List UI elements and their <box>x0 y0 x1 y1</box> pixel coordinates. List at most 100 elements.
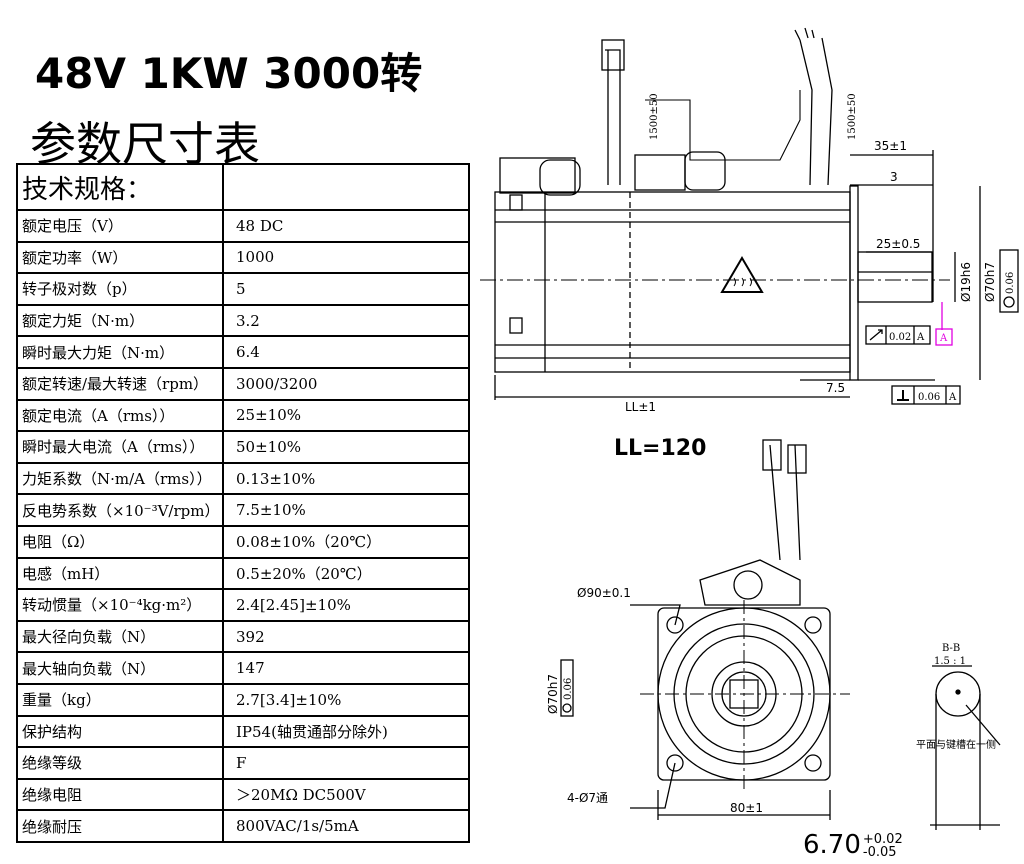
spec-key: 瞬时最大力矩（N·m） <box>16 335 224 369</box>
flange <box>849 185 859 381</box>
spec-key: 额定转速/最大转速（rpm） <box>16 366 224 401</box>
mount-hole <box>804 754 822 772</box>
title-model: 48V 1KW 3000转 <box>35 49 423 98</box>
spec-row: 绝缘电阻＞20MΩ DC500V <box>16 777 470 812</box>
spec-key: 额定电流（A（rms）） <box>16 398 224 433</box>
body-tab <box>509 317 523 334</box>
spec-row: 额定电流（A（rms））25±10% <box>16 398 470 433</box>
dim-35: 35±1 <box>874 139 907 153</box>
spec-row: 最大轴向负载（N）147 <box>16 651 470 685</box>
spec-value: 0.13±10% <box>222 461 470 496</box>
spec-row: 转动惯量（×10⁻⁴kg·m²）2.4[2.45]±10% <box>16 588 470 622</box>
spec-value: 1000 <box>222 240 470 275</box>
spec-value: 48 DC <box>222 209 470 243</box>
tol-runout-vertical: 0.06 <box>1005 272 1016 294</box>
runout-arrow-icon <box>869 329 883 341</box>
mount-hole <box>804 616 822 634</box>
front-connector-nut <box>733 570 763 600</box>
dim-7-5: 7.5 <box>826 381 845 395</box>
connector-nut-left <box>539 159 581 196</box>
title-table: 参数尺寸表 <box>30 117 260 171</box>
spec-key: 绝缘耐压 <box>16 809 224 843</box>
spec-row: 额定功率（W）1000 <box>16 240 470 275</box>
spec-key: 额定功率（W） <box>16 240 224 275</box>
spec-row: 转子极对数（p）5 <box>16 272 470 306</box>
tol-perpendicular: 0.06 <box>918 392 940 403</box>
runout-frame <box>865 325 931 345</box>
perpendicular-frame <box>891 385 961 405</box>
spec-value: 392 <box>222 619 470 654</box>
cable-bend <box>645 90 801 161</box>
dim-front-pilot: Ø70h7 <box>546 674 560 714</box>
tol-main: 6.70 <box>803 830 861 860</box>
datum-label: A <box>939 333 948 344</box>
spec-key: 反电势系数（×10⁻³V/rpm） <box>16 493 224 527</box>
section-label: B-B <box>942 643 960 654</box>
spec-key: 绝缘电阻 <box>16 777 224 812</box>
spec-key: 电感（mH） <box>16 556 224 591</box>
spec-value: 5 <box>222 272 470 306</box>
spec-key: 绝缘等级 <box>16 746 224 780</box>
tol-upper: +0.02 <box>862 831 903 847</box>
tol-perpendicular-datum: A <box>948 392 957 403</box>
connector-body-right <box>634 154 686 191</box>
motor-dimension-drawing: 1500±50 1500±50 35±1 3 25±0.5 Ø19h6 Ø70h… <box>480 27 1019 830</box>
spec-key: 最大径向负载（N） <box>16 619 224 654</box>
spec-value: IP54(轴贯通部分除外) <box>222 714 470 749</box>
connector-left-top <box>601 39 625 71</box>
tol-front: 0.06 <box>563 678 574 700</box>
dim-flange-width: 80±1 <box>730 801 763 815</box>
front-tol-frame <box>560 659 574 717</box>
runout-frame-vertical <box>999 249 1019 313</box>
ll-value: LL=120 <box>614 436 707 461</box>
connector-nut-right <box>684 151 726 191</box>
front-connector-right <box>787 444 807 474</box>
section-centre <box>955 689 961 695</box>
section-scale: 1.5 : 1 <box>934 656 966 667</box>
spec-key: 瞬时最大电流（A（rms）） <box>16 430 224 464</box>
perpendicular-icon <box>897 390 909 401</box>
spec-header-row: 技术规格： <box>16 163 470 211</box>
cable-left <box>605 49 621 185</box>
cable-wires <box>794 27 815 41</box>
spec-row: 额定力矩（N·m）3.2 <box>16 303 470 338</box>
spec-value: 7.5±10% <box>222 493 470 527</box>
cable-right <box>799 37 833 186</box>
body-tab <box>509 194 523 211</box>
spec-value: 3.2 <box>222 303 470 338</box>
spec-value: F <box>222 746 470 780</box>
key-note: 平面与键槽在一侧 <box>916 738 996 751</box>
spec-value: 3000/3200 <box>222 366 470 401</box>
spec-key: 额定电压（V） <box>16 209 224 243</box>
front-cable-left <box>769 444 801 561</box>
spec-row: 瞬时最大力矩（N·m）6.4 <box>16 335 470 369</box>
front-view <box>560 439 850 820</box>
side-view <box>480 27 1019 405</box>
tol-lower: -0.05 <box>862 844 897 860</box>
pcd-leader <box>630 604 681 626</box>
spec-value: 2.4[2.45]±10% <box>222 588 470 622</box>
spec-value: 6.4 <box>222 335 470 369</box>
tol-runout-datum: A <box>916 332 925 343</box>
spec-value: ＞20MΩ DC500V <box>222 777 470 812</box>
spec-key: 转子极对数（p） <box>16 272 224 306</box>
dim-25: 25±0.5 <box>876 237 920 251</box>
dim-cable1: 1500±50 <box>649 93 660 140</box>
spec-row: 最大径向负载（N）392 <box>16 619 470 654</box>
spec-value: 800VAC/1s/5mA <box>222 809 470 843</box>
spec-row: 电阻（Ω）0.08±10%（20℃） <box>16 524 470 559</box>
spec-key: 保护结构 <box>16 714 224 749</box>
front-connector-body <box>699 559 801 606</box>
section-leader <box>965 704 1001 746</box>
spec-value: 0.08±10%（20℃） <box>222 524 470 559</box>
dim-shaft-diameter: Ø19h6 <box>959 262 973 302</box>
spec-key: 力矩系数（N·m/A（rms）） <box>16 461 224 496</box>
spec-value: 0.5±20%（20℃） <box>222 556 470 591</box>
spec-row: 力矩系数（N·m/A（rms））0.13±10% <box>16 461 470 496</box>
spec-value: 2.7[3.4]±10% <box>222 682 470 717</box>
dim-cable2: 1500±50 <box>847 93 858 140</box>
spec-key: 额定力矩（N·m） <box>16 303 224 338</box>
spec-value: 50±10% <box>222 430 470 464</box>
